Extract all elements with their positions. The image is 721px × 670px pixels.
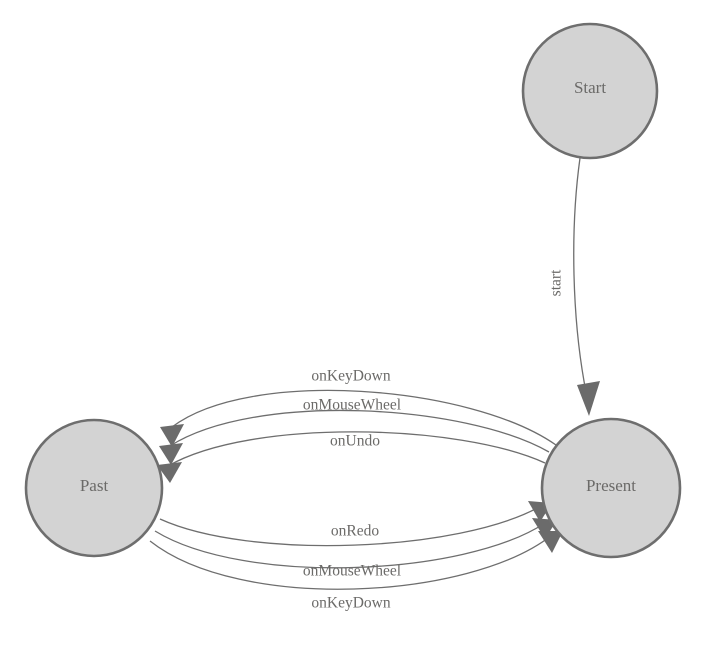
- arrowhead-present-past-undo: [157, 462, 182, 483]
- edge-label-present-past-undo: onUndo: [330, 433, 380, 450]
- edge-past-to-present-mousewheel: onMouseWheel: [154, 518, 557, 580]
- edge-path-start-present: [573, 157, 587, 393]
- arrowhead-present-past-keydown: [160, 424, 184, 447]
- edge-past-to-present-redo: onRedo: [159, 501, 552, 547]
- edge-present-to-past-mousewheel: onMouseWheel: [159, 397, 550, 465]
- edge-path-past-present-redo: [159, 505, 542, 547]
- node-present[interactable]: Present: [540, 417, 682, 559]
- arrowhead-present-past-mousewheel: [159, 443, 183, 465]
- edge-path-present-past-undo: [167, 431, 546, 467]
- node-past[interactable]: Past: [24, 418, 164, 558]
- edge-label-past-present-mousewheel: onMouseWheel: [303, 563, 401, 580]
- edge-past-to-present-keydown: onKeyDown: [149, 531, 563, 612]
- edge-present-to-past-keydown: onKeyDown: [160, 368, 557, 447]
- edge-label-past-present-keydown: onKeyDown: [311, 595, 390, 612]
- edge-label-present-past-keydown: onKeyDown: [311, 368, 390, 385]
- node-present-label: Present: [586, 476, 636, 495]
- edge-path-present-past-keydown: [171, 389, 557, 446]
- node-present-circle[interactable]: [540, 417, 682, 559]
- edge-label-start: start: [548, 269, 565, 296]
- arrowhead-past-present-keydown: [538, 531, 563, 553]
- node-start[interactable]: Start: [521, 22, 659, 160]
- edge-path-past-present-keydown: [149, 534, 553, 590]
- edge-path-present-past-mousewheel: [169, 409, 550, 453]
- node-past-label: Past: [80, 476, 109, 495]
- node-start-circle[interactable]: [521, 22, 659, 160]
- edge-path-past-present-mousewheel: [154, 522, 546, 569]
- node-past-circle[interactable]: [24, 418, 164, 558]
- edge-present-to-past-undo: onUndo: [157, 431, 546, 483]
- edge-label-past-present-redo: onRedo: [331, 523, 379, 540]
- arrowhead-start-present: [577, 381, 600, 416]
- edge-start-to-present: start: [548, 157, 600, 416]
- node-start-label: Start: [574, 78, 606, 97]
- edge-label-present-past-mousewheel: onMouseWheel: [303, 397, 401, 414]
